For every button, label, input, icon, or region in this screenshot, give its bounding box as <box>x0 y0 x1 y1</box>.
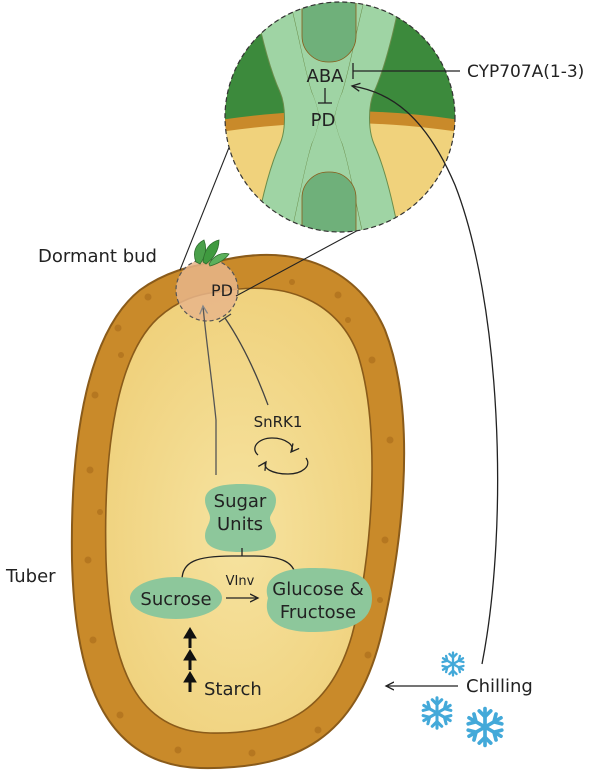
bud-pd-circle <box>175 258 239 322</box>
upward-arrow-icon <box>183 627 197 692</box>
cyp-inhibition <box>352 63 460 79</box>
aba-inhibits-pd-icon <box>318 88 332 104</box>
skin-lenticels <box>84 279 394 757</box>
sucrose-node: Sucrose <box>130 577 222 619</box>
glucose-fructose-node: Glucose & Fructose <box>266 568 372 632</box>
glucose-line1: Glucose & <box>272 579 363 600</box>
dormant-bud: PD <box>175 239 239 322</box>
zoom-pd-label: PD <box>311 110 336 131</box>
sugar-units-line1: Sugar <box>214 491 267 512</box>
sucrose-label: Sucrose <box>140 589 211 610</box>
dormant-bud-label: Dormant bud <box>38 246 157 267</box>
snowflake-icon <box>421 651 504 748</box>
chilling-label: Chilling <box>466 676 533 697</box>
cyp-label: CYP707A(1-3) <box>467 62 584 82</box>
starch-label: Starch <box>204 679 262 700</box>
sugar-units-line2: Units <box>217 514 263 535</box>
sugar-to-pd-arrow <box>203 306 217 475</box>
chilling-to-aba-arrow <box>352 86 499 665</box>
snrk1-label: SnRK1 <box>254 413 303 431</box>
snrk1-inhibition <box>218 313 269 406</box>
sugar-units-node: Sugar Units <box>205 484 276 552</box>
snrk1-cycle-icon <box>254 437 309 475</box>
bud-pd-label: PD <box>211 281 233 300</box>
zoom-circle: ABA PD <box>224 1 456 233</box>
aba-label: ABA <box>307 66 345 87</box>
tuber-label: Tuber <box>5 566 56 587</box>
sugar-bracket <box>181 548 297 581</box>
leaf-icon <box>194 239 230 267</box>
vinv-label: VInv <box>226 574 255 589</box>
glucose-line2: Fructose <box>280 602 356 623</box>
